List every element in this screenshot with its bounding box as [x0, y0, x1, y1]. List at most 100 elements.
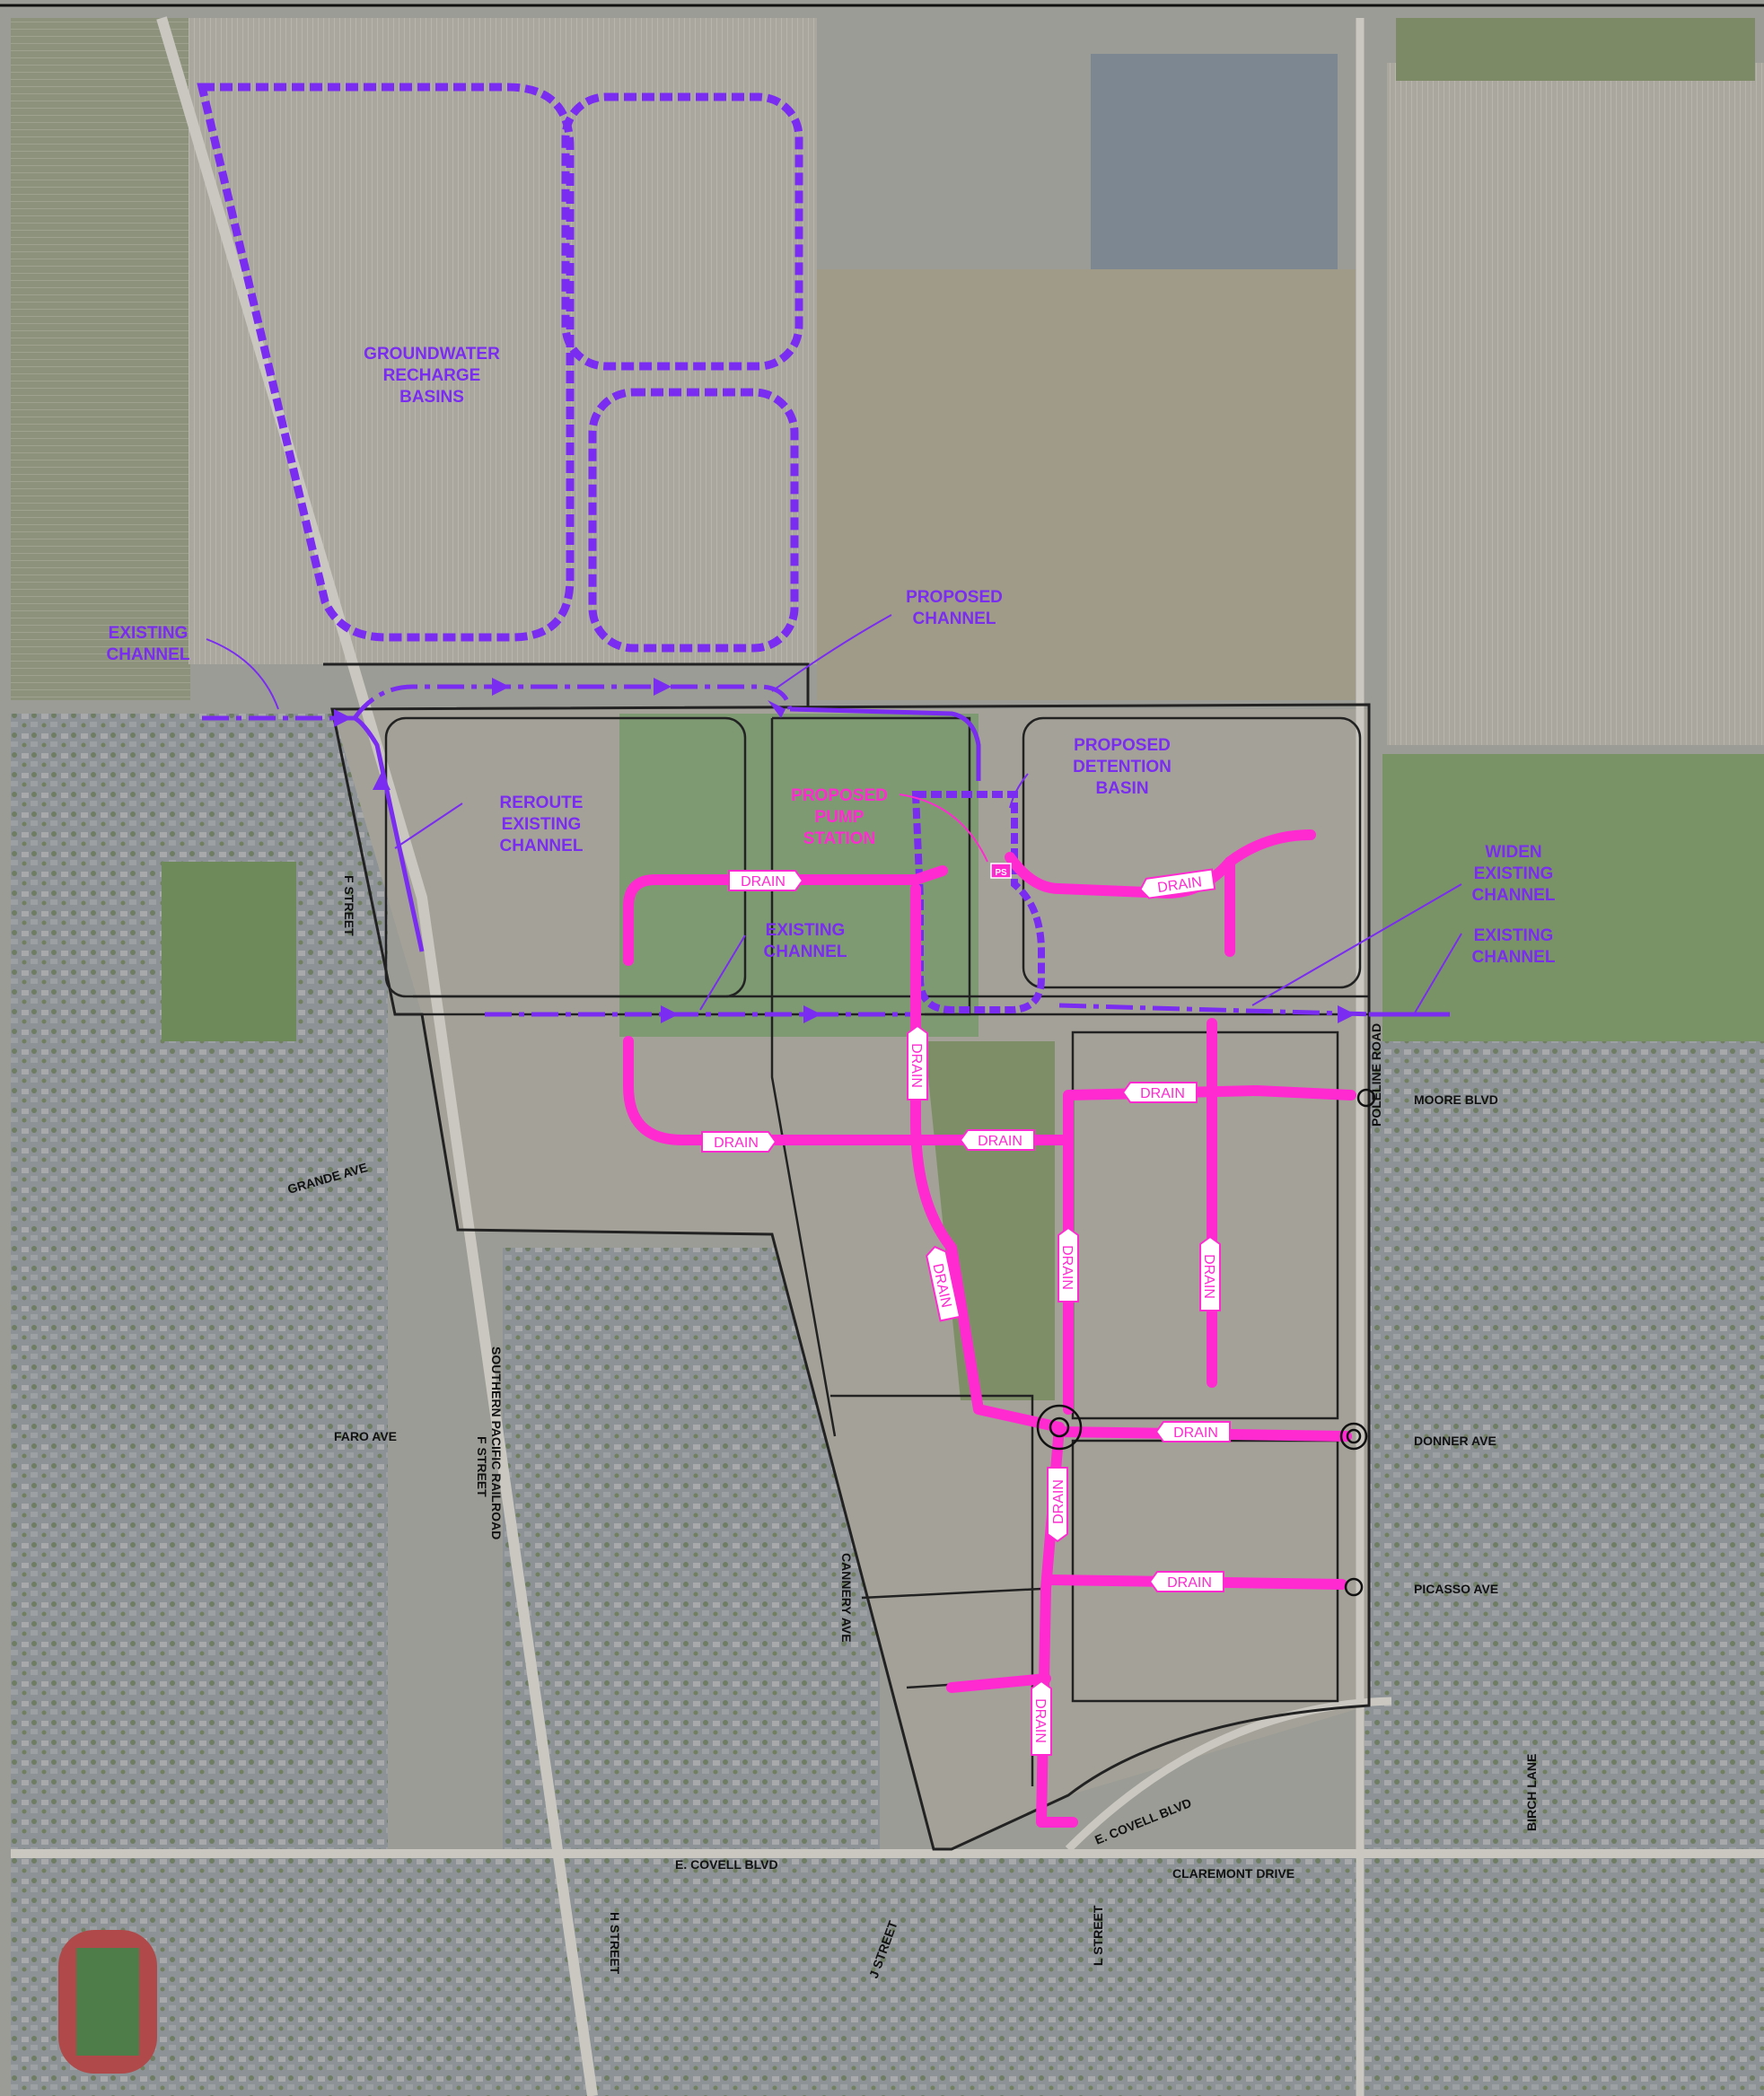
widen-label: WIDEN EXISTING CHANNEL: [1472, 843, 1556, 905]
drain-tag: DRAIN: [728, 870, 804, 891]
groundwater-line2: RECHARGE: [383, 366, 481, 385]
drain-tag: DRAIN: [926, 1245, 961, 1322]
pump-station-label: PROPOSED PUMP STATION: [791, 786, 888, 848]
drain-text: DRAIN: [1167, 1575, 1212, 1591]
reroute-line2: EXISTING: [502, 815, 582, 834]
park-green: [162, 862, 296, 1041]
widen-line2: EXISTING: [1474, 864, 1554, 883]
existing-channel-east-line1: EXISTING: [1474, 926, 1554, 945]
picasso-endpoint: [1344, 1577, 1364, 1597]
arrow-icon: [803, 1005, 821, 1023]
arrow-icon: [492, 678, 510, 696]
drain-tag: DRAIN: [1058, 1226, 1079, 1302]
f-street-road: [156, 16, 598, 2096]
h-street-label: H STREET: [608, 1912, 622, 1975]
drain-southwest: [946, 1673, 1051, 1693]
drain-text: DRAIN: [1032, 1698, 1048, 1743]
drain-text: DRAIN: [1051, 1479, 1066, 1524]
l-street-label: L STREET: [1091, 1905, 1105, 1966]
solar-facility: [1091, 54, 1338, 269]
existing-channel-west-line2: CHANNEL: [107, 645, 190, 664]
groundwater-basins: [197, 83, 803, 653]
drain-text: DRAIN: [1173, 1425, 1218, 1441]
donner-ave-label: DONNER AVE: [1414, 1434, 1496, 1448]
railroad-label: SOUTHERN PACIFIC RAILROAD: [489, 1346, 504, 1539]
drain-west-loop: [623, 1036, 1069, 1145]
drain-tag: DRAIN: [701, 1131, 777, 1153]
existing-channel-east-label: EXISTING CHANNEL: [1472, 926, 1556, 967]
farmland-north: [189, 18, 817, 664]
drain-text: DRAIN: [978, 1134, 1022, 1149]
stadium-turf: [76, 1948, 139, 2056]
arrow-icon: [661, 1005, 679, 1023]
reroute-line1: REROUTE: [500, 794, 584, 812]
claremont-drive-label: CLAREMONT DRIVE: [1172, 1866, 1294, 1881]
drain-tag: DRAIN: [1031, 1679, 1052, 1756]
birch-lane-label: BIRCH LANE: [1524, 1754, 1539, 1831]
channel-to-basin: [789, 706, 981, 781]
drain-tag: DRAIN: [1154, 1421, 1231, 1443]
existing-channel-center-line1: EXISTING: [766, 921, 846, 940]
drain-text: DRAIN: [1156, 874, 1203, 896]
leader-lines: [206, 614, 1462, 1015]
arrow-icon: [768, 700, 785, 718]
drain-tag: DRAIN: [1199, 1235, 1221, 1311]
poleline-road-label: POLELINE ROAD: [1369, 1023, 1383, 1127]
street-labels: F STREET F STREET SOUTHERN PACIFIC RAILR…: [285, 875, 1539, 1980]
e-covell-curve: [1065, 1697, 1392, 1853]
reroute-line3: CHANNEL: [500, 837, 584, 855]
drain-tag: DRAIN: [1139, 868, 1216, 899]
orchard-northeast: [1396, 18, 1755, 81]
drain-tag: DRAIN: [1121, 1082, 1198, 1103]
project-boundary: [323, 662, 1371, 1851]
drain-tag: DRAIN: [1047, 1467, 1068, 1543]
existing-channel-west-line1: EXISTING: [109, 624, 189, 643]
groundwater-label: GROUNDWATER RECHARGE BASINS: [364, 345, 500, 407]
drain-northwest: [623, 865, 948, 966]
reroute-label: REROUTE EXISTING CHANNEL: [500, 794, 584, 855]
widen-channel: [1058, 1003, 1374, 1017]
moore-blvd-label: MOORE BLVD: [1414, 1092, 1498, 1107]
project-site: [332, 709, 1369, 1849]
cannery-ave-label: CANNERY AVE: [839, 1553, 854, 1643]
pump-station-line2: PUMP: [815, 808, 864, 827]
urban-east: [1365, 1041, 1764, 2096]
e-covell-west-label: E. COVELL BLVD: [675, 1857, 778, 1872]
channels: [202, 684, 1450, 1017]
proposed-channel-line2: CHANNEL: [913, 610, 996, 628]
detention-basin-label: PROPOSED DETENTION BASIN: [1073, 736, 1172, 798]
drain-spine: [910, 883, 1065, 1433]
pump-station-code: PS: [995, 868, 1007, 878]
drain-text: DRAIN: [741, 874, 785, 890]
golf-course: [1382, 754, 1764, 1059]
groundwater-line1: GROUNDWATER: [364, 345, 500, 364]
detention-basin-line1: PROPOSED: [1074, 736, 1171, 755]
detention-basin-line3: BASIN: [1095, 779, 1148, 798]
drain-text: DRAIN: [714, 1136, 759, 1151]
roundabout-center: [1036, 1404, 1083, 1451]
farmland-northwest: [11, 18, 190, 700]
reroute-channel: [353, 715, 425, 952]
drain-tag: DRAIN: [1148, 1571, 1224, 1592]
drain-text: DRAIN: [1059, 1245, 1075, 1290]
groundwater-line3: BASINS: [399, 388, 464, 407]
existing-channel-center-line2: CHANNEL: [764, 943, 847, 961]
existing-channel-east-line2: CHANNEL: [1472, 948, 1556, 967]
arrow-icon: [654, 678, 671, 696]
pump-station-line1: PROPOSED: [791, 786, 888, 805]
f-street-south-label: F STREET: [475, 1436, 489, 1497]
arrow-icon: [1338, 1005, 1356, 1023]
drain-text: DRAIN: [1201, 1254, 1216, 1299]
pump-station: [990, 863, 1012, 879]
drain-tag: DRAIN: [907, 1024, 928, 1101]
roundabouts: [1036, 1088, 1376, 1597]
dirt-lot-north: [817, 269, 1356, 700]
picasso-ave-label: PICASSO AVE: [1414, 1582, 1498, 1596]
proposed-channel-label: PROPOSED CHANNEL: [906, 588, 1003, 628]
arrow-icon: [373, 772, 391, 790]
drain-tags: DRAIN DRAIN DRAIN DRAIN DRAIN DRAIN DRAI…: [701, 868, 1231, 1756]
widen-line1: WIDEN: [1485, 843, 1541, 862]
drain-tag: DRAIN: [959, 1129, 1035, 1151]
drain-text: DRAIN: [908, 1043, 924, 1088]
